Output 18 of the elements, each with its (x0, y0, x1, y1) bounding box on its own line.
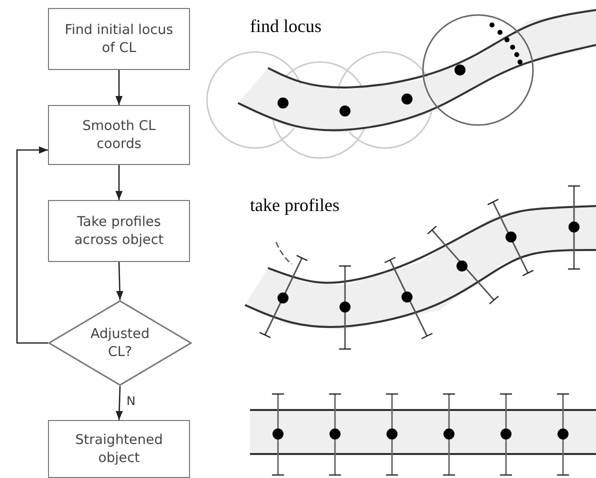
node-text: Adjusted CL? (89, 324, 151, 362)
arrow (116, 262, 124, 300)
node-text: Find initial locus of CL (64, 20, 174, 58)
node-text: Take profiles across object (73, 212, 165, 250)
process-box (48, 105, 190, 165)
node-text: Smooth CL coords (81, 116, 157, 154)
panel-label: take profiles (250, 195, 340, 216)
decision-diamond (48, 300, 192, 386)
process-box (48, 420, 190, 478)
arrow (16, 146, 48, 344)
arrow (115, 70, 123, 105)
node-text: Straightened object (74, 430, 164, 468)
process-box (48, 8, 190, 70)
panel-label: find locus (250, 16, 322, 37)
edge-label: N (126, 394, 136, 408)
arrow (116, 386, 123, 420)
arrow (115, 165, 123, 200)
process-box (48, 200, 190, 262)
